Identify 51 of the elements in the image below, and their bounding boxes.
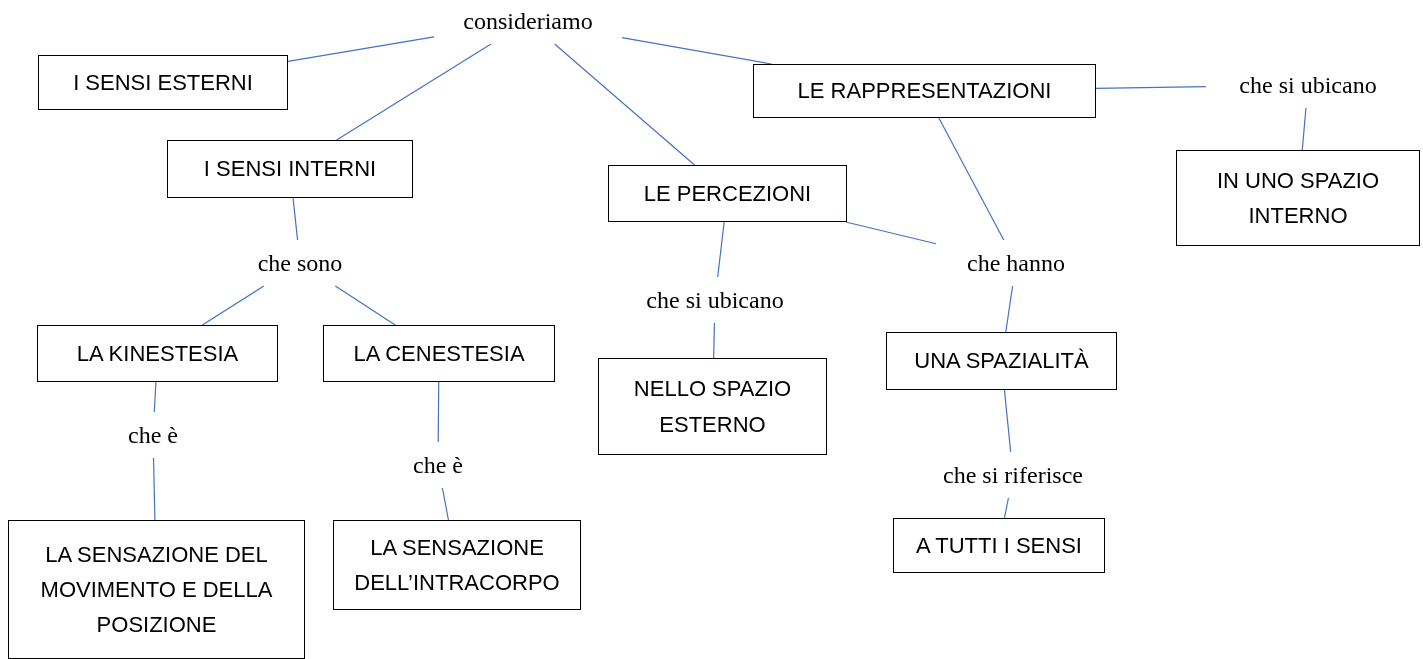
concept-box (753, 64, 1096, 118)
connector-line (292, 197, 299, 241)
connector-line (441, 487, 450, 521)
connector-line (713, 322, 716, 359)
connector-line (152, 457, 156, 521)
connector-line (1095, 86, 1207, 89)
concept-label: LE RAPPRESENTAZIONI (797, 77, 1052, 106)
concept-label: IN UNO SPAZIO INTERNO (1215, 166, 1381, 230)
linking-phrase: che si ubicano (646, 286, 784, 314)
connector-line (845, 221, 937, 245)
concept-box (323, 325, 555, 382)
concept-box (886, 332, 1117, 390)
concept-box (333, 520, 581, 610)
connector-line (1301, 107, 1307, 151)
connector-line (336, 43, 492, 141)
linking-phrase: che sono (257, 249, 343, 277)
concept-label: I SENSI INTERNI (203, 155, 377, 184)
concept-label: LA KINESTESIA (76, 339, 239, 368)
connector-line (717, 221, 725, 278)
concept-label: A TUTTI I SENSI (916, 531, 1082, 560)
concept-box (8, 520, 305, 659)
concept-box (608, 165, 847, 222)
concept-label: LE PERCEZIONI (643, 179, 812, 208)
connector-line (1005, 285, 1014, 333)
concept-label: LA SENSAZIONE DEL MOVIMENTO E DELLA POSIZIONE (39, 540, 274, 640)
concept-label: LA CENESTESIA (353, 339, 525, 368)
connector-line (938, 117, 1005, 241)
connector-line (1003, 497, 1010, 519)
concept-label: I SENSI ESTERNI (73, 68, 253, 97)
concept-label: NELLO SPAZIO ESTERNO (632, 375, 793, 439)
concept-box (167, 140, 413, 198)
linking-phrase: che si ubicano (1239, 71, 1377, 99)
connector-line (153, 381, 157, 413)
concept-box (38, 55, 288, 110)
connector-line (1003, 389, 1012, 453)
connector-line (437, 381, 440, 443)
linking-phrase: consideriamo (463, 7, 593, 35)
linking-phrase: che si riferisce (943, 461, 1083, 489)
connector-line (287, 36, 435, 63)
connector-line (554, 43, 696, 166)
concept-label: UNA SPAZIALITÀ (914, 347, 1089, 376)
linking-phrase: che hanno (967, 249, 1065, 277)
connector-line (201, 285, 265, 326)
connector-line (334, 285, 396, 326)
concept-box (1176, 150, 1420, 246)
concept-label: LA SENSAZIONE DELL’INTRACORPO (353, 533, 561, 597)
linking-phrase: che è (413, 451, 463, 479)
concept-box (598, 358, 827, 455)
linking-phrase: che è (128, 421, 178, 449)
concept-box (37, 325, 278, 382)
concept-box (893, 518, 1105, 573)
